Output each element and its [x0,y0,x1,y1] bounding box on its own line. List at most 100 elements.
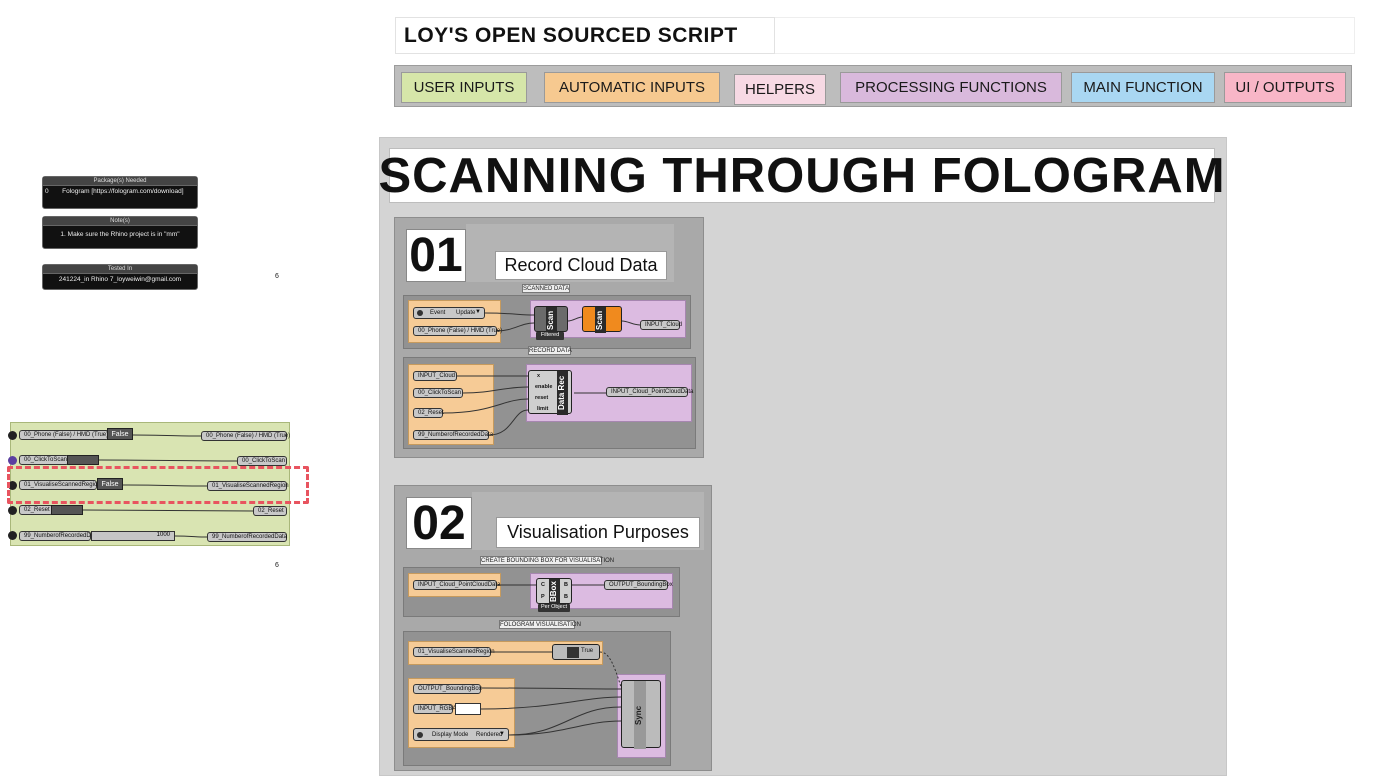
note-tested-in[interactable]: Tested In 241224_in Rhino 7_loyweiwin@gm… [42,264,198,290]
bbox-label: BBox [549,579,560,605]
param-icon [8,431,17,440]
port-b2: B [564,594,568,600]
bbox-component[interactable]: C P BBox B B [536,578,572,605]
input-cloud-param[interactable]: INPUT_Cloud [413,371,457,381]
note-body: 1. Make sure the Rhino project is in "mm… [60,231,180,238]
dropdown-icon [417,310,423,316]
bounding-box-output[interactable]: OUTPUT_BoundingBox [604,580,673,590]
scan-component-1[interactable]: Scan [534,306,568,333]
scan-label: Scan [595,307,606,333]
group-label-record-data: RECORD DATA [528,346,572,355]
input-reset-name[interactable]: 02_Reset [19,505,53,515]
data-rec-label: Data Rec [557,371,568,415]
legend-ui-outputs: UI / OUTPUTS [1224,72,1346,103]
input-visualise-toggle-value[interactable]: False [97,478,123,490]
section-01-title: Record Cloud Data [495,251,667,280]
number-recorded-param[interactable]: 99_NumberofRecordedData [413,430,493,440]
legend-strip: USER INPUTS AUTOMATIC INPUTS HELPERS PRO… [394,65,1352,107]
port-x: x [537,373,541,379]
legend-main-function: MAIN FUNCTION [1071,72,1215,103]
legend-helpers: HELPERS [734,74,826,105]
note-packages-needed[interactable]: Package(s) Needed 0 Fologram [https://fol… [42,176,198,209]
port-b: B [564,582,568,588]
section-02-title: Visualisation Purposes [496,517,700,548]
sync-component[interactable]: Sync [621,680,661,749]
display-mode-label: Display Mode [432,732,469,738]
input-number-recorded-name[interactable]: 99_NumberofRecordedData [19,531,99,541]
update-label: Update [456,310,476,316]
legend-automatic-inputs: AUTOMATIC INPUTS [544,72,720,103]
input-phone-hmd-toggle-value[interactable]: False [107,428,133,440]
input-cloud-output[interactable]: INPUT_Cloud [640,320,682,330]
note-body: 0 Fologram [https://fologram.com/download… [43,186,197,195]
data-recorder-component[interactable]: x enable reset limit Data Rec [528,370,572,415]
reset-param[interactable]: 02_Reset [413,408,444,418]
group-label-bounding-box: CREATE BOUNDING BOX FOR VISUALISATION [480,556,615,565]
note-notes[interactable]: Note(s) 1. Make sure the Rhino project i… [42,216,198,249]
marker: 6 [275,273,279,280]
main-title: SCANNING THROUGH FOLOGRAM [378,148,1226,203]
sync-label: Sync [634,681,646,749]
pointcloud-data-param[interactable]: INPUT_Cloud_PointCloudData [413,580,500,590]
user-inputs-group[interactable]: 00_Phone (False) / HMD (True) False 00_P… [8,422,290,546]
gate-component[interactable]: True [552,644,600,660]
phone-hmd-param[interactable]: 00_Phone (False) / HMD (True) [413,326,502,336]
note-body: 241224_in Rhino 7_loyweiwin@gmail.com [58,276,182,283]
display-mode-dropdown[interactable]: Display Mode Rendered ▼ [413,728,509,741]
param-icon [8,481,17,490]
port-c: C [541,582,545,588]
input-visualise-toggle-name[interactable]: 01_VisualiseScannedRegion [19,480,101,490]
bounding-box-param[interactable]: OUTPUT_BoundingBox [413,684,482,694]
note-heading: Package(s) Needed [43,177,197,186]
event-dropdown[interactable]: Event Update ▼ [413,307,485,319]
output-number-recorded[interactable]: 99_NumberofRecordedData [207,532,287,542]
output-click-to-scan[interactable]: 00_ClickToScan [237,456,287,466]
chevron-down-icon: ▼ [499,731,505,737]
script-title: LOY'S OPEN SOURCED SCRIPT [395,17,775,54]
input-reset-button[interactable] [51,505,83,515]
note-heading: Tested In [43,265,197,274]
output-phone-hmd[interactable]: 00_Phone (False) / HMD (True) [201,431,290,441]
legend-user-inputs: USER INPUTS [401,72,527,103]
note-text: Fologram [https://fologram.com/download] [62,188,184,195]
note-prefix: 0 [45,188,49,195]
port-p: P [541,594,545,600]
scan-label: Scan [546,307,557,333]
param-icon [8,456,17,465]
chevron-down-icon: ▼ [475,309,481,315]
group-label-fologram-visualisation: FOLOGRAM VISUALISATION [499,620,581,629]
param-icon [8,506,17,515]
section-01-number: 01 [406,229,466,282]
dropdown-icon [417,732,423,738]
visualise-region-param[interactable]: 01_VisualiseScannedRegion [413,647,495,657]
note-heading: Note(s) [43,217,197,226]
header-rule [775,17,1355,54]
scan-component-2[interactable]: Scan [582,306,622,333]
marker: 6 [275,562,279,569]
rgba-swatch[interactable] [455,703,481,715]
legend-processing-functions: PROCESSING FUNCTIONS [840,72,1062,103]
filtered-badge: Filtered [536,332,564,340]
port-enable: enable [535,384,553,390]
port-reset: reset [535,395,549,401]
input-click-to-scan-name[interactable]: 00_ClickToScan [19,455,69,465]
input-number-recorded-slider[interactable]: 1000 [91,531,175,541]
param-icon [8,531,17,540]
gate-icon [567,647,579,658]
gate-value: True [581,648,594,654]
group-label-scanned-data: SCANNED DATA [522,284,570,293]
input-phone-hmd-toggle-name[interactable]: 00_Phone (False) / HMD (True) [19,430,109,440]
rendered-label: Rendered [476,732,503,738]
output-reset[interactable]: 02_Reset [253,506,287,516]
per-object-badge: Per Object [538,604,570,612]
event-label: Event [430,310,446,316]
slider-value: 1000 [156,532,170,538]
input-cloud-pointcloud-output[interactable]: INPUT_Cloud_PointCloudData [606,387,693,397]
input-click-to-scan-button[interactable] [67,455,99,465]
port-limit: limit [537,406,549,412]
output-visualise[interactable]: 01_VisualiseScannedRegion [207,481,289,491]
highlight-dashed-box [7,466,309,504]
rgba-param[interactable]: INPUT_RGBA [413,704,456,714]
click-to-scan-param[interactable]: 00_ClickToScan [413,388,463,398]
section-02-number: 02 [406,497,472,550]
